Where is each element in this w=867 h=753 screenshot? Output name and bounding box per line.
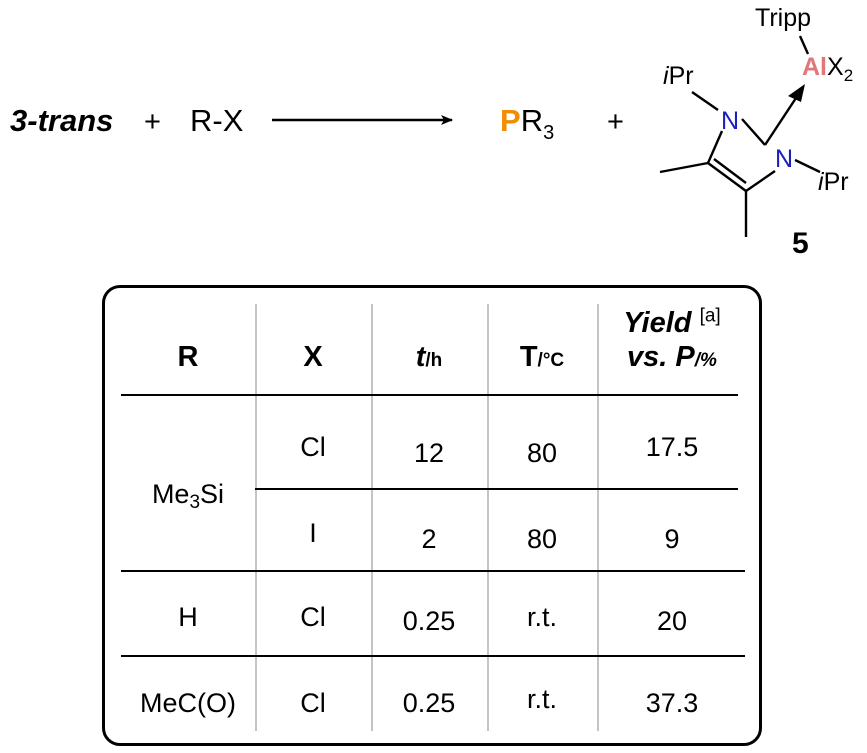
compound-5-structure — [659, 35, 821, 237]
cell-temperature: 80 — [526, 438, 558, 468]
cell-x: Cl — [300, 432, 326, 462]
cell-yield: 17.5 — [645, 432, 699, 462]
reaction-scheme: 3-trans + R-X PR3 + Tripp AlX2 N N iPr i… — [10, 4, 853, 260]
cell-time: 12 — [413, 438, 445, 468]
reactant-r-x: R-X — [190, 103, 244, 138]
tripp-label: Tripp — [755, 4, 811, 32]
aluminum-group: AlX2 — [802, 53, 853, 85]
footnote-marker: [a] — [699, 305, 721, 327]
nitrogen-2: N — [775, 145, 793, 173]
cell-yield: 9 — [664, 524, 680, 554]
header-rule — [121, 394, 738, 396]
header-yield-line2: vs. P/% — [627, 341, 717, 373]
header-yield-line1: Yield [a] — [623, 305, 721, 339]
header-temperature: T/°C — [519, 341, 565, 373]
cell-temperature: r.t. — [526, 684, 557, 714]
ipr-label-1: iPr — [663, 62, 694, 90]
reactant-3-trans: 3-trans — [10, 103, 113, 138]
cell-temperature: r.t. — [526, 602, 557, 632]
row-rule — [121, 570, 745, 572]
header-x: X — [303, 341, 323, 373]
cell-r-me3si: Me3Si — [151, 479, 225, 513]
nitrogen-1: N — [721, 107, 739, 135]
phosphorus-atom: P — [500, 103, 521, 138]
cell-r: H — [178, 602, 198, 632]
plus-sign-2: + — [607, 106, 624, 138]
column-divider — [255, 304, 257, 731]
product-pr3: PR3 — [500, 103, 554, 144]
cell-temperature: 80 — [526, 524, 558, 554]
compound-number-5: 5 — [792, 227, 809, 260]
column-divider — [597, 304, 599, 731]
header-r: R — [177, 341, 199, 373]
cell-r: MeC(O) — [140, 688, 236, 718]
dative-arrowhead — [788, 84, 805, 102]
cell-yield: 20 — [656, 606, 688, 636]
plus-sign-1: + — [144, 106, 161, 138]
cell-time: 0.25 — [402, 688, 456, 718]
cell-x: Cl — [300, 602, 326, 632]
cell-x: Cl — [300, 688, 326, 718]
row-rule — [255, 488, 738, 490]
cell-yield: 37.3 — [645, 688, 699, 718]
header-time: t/h — [415, 341, 443, 373]
column-divider — [371, 304, 373, 731]
column-divider — [487, 304, 489, 731]
results-table: R X t/h T/°C Yield [a] vs. P/% Me3Si Cl … — [102, 285, 762, 746]
ipr-label-2: iPr — [818, 168, 849, 196]
aluminum-atom: Al — [802, 53, 827, 81]
cell-time: 2 — [421, 524, 437, 554]
row-rule — [121, 655, 745, 657]
cell-time: 0.25 — [402, 606, 456, 636]
cell-x: I — [309, 518, 317, 548]
